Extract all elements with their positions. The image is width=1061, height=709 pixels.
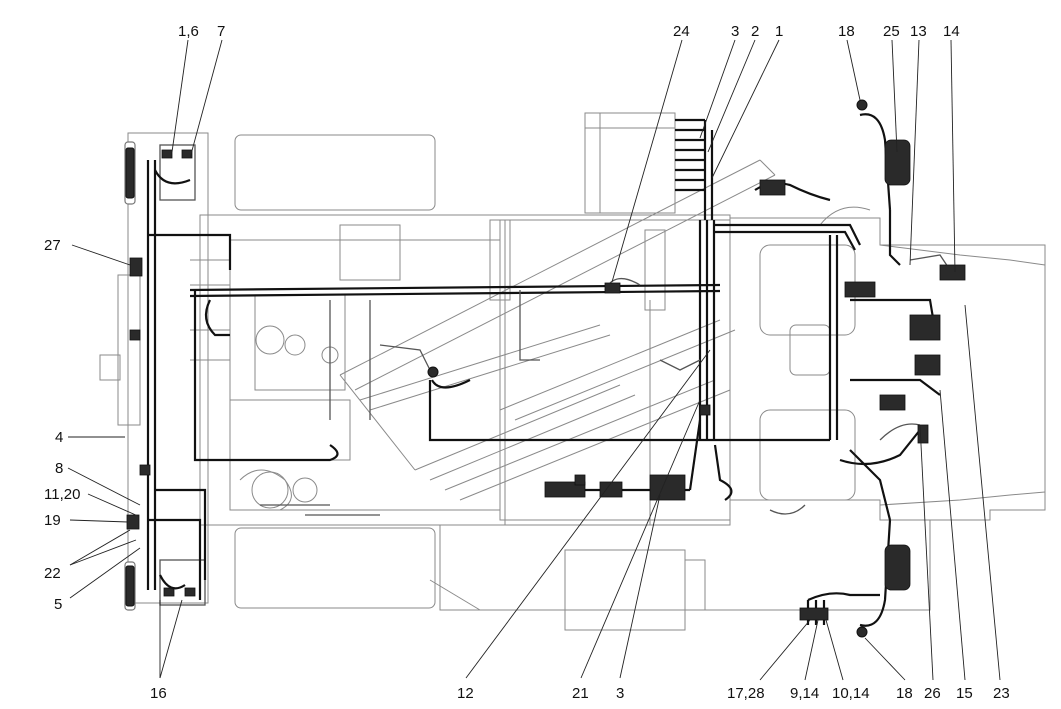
callout-18-top: 18 (838, 23, 855, 40)
callout-7: 7 (217, 23, 225, 40)
callout-18-bottom: 18 (896, 685, 913, 702)
callout-25: 25 (883, 23, 900, 40)
callout-22: 22 (44, 565, 61, 582)
callout-11-20: 11,20 (44, 486, 80, 503)
callout-3-top: 3 (731, 23, 739, 40)
callout-12: 12 (457, 685, 474, 702)
main-harness (146, 113, 941, 627)
callout-19: 19 (44, 512, 61, 529)
callout-26: 26 (924, 685, 941, 702)
callout-24: 24 (673, 23, 690, 40)
callout-1: 1 (775, 23, 783, 40)
callout-21: 21 (572, 685, 589, 702)
callout-1-6: 1,6 (178, 23, 199, 40)
callout-16: 16 (150, 685, 167, 702)
callout-17-28: 17,28 (727, 685, 765, 702)
components (126, 99, 966, 638)
callout-8: 8 (55, 460, 63, 477)
callout-10-14: 10,14 (832, 685, 870, 702)
callout-5: 5 (54, 596, 62, 613)
callout-labels: 1,6 7 27 4 8 11,20 19 22 5 16 24 3 2 1 1… (44, 23, 1010, 702)
callout-13: 13 (910, 23, 927, 40)
rear-lamp-top (159, 144, 196, 201)
rear-right-tire (124, 561, 136, 611)
callout-23: 23 (993, 685, 1010, 702)
callout-9-14: 9,14 (790, 685, 819, 702)
callout-2: 2 (751, 23, 759, 40)
callout-15: 15 (956, 685, 973, 702)
callout-27: 27 (44, 237, 61, 254)
callout-3-bottom: 3 (616, 685, 624, 702)
rear-left-tire (124, 141, 136, 205)
rear-lamp-bottom (159, 559, 206, 606)
tractor-outline (99, 112, 1046, 631)
callout-4: 4 (55, 429, 63, 446)
callout-14-top: 14 (943, 23, 960, 40)
leader-lines (67, 39, 1001, 681)
section-planes (339, 159, 776, 501)
